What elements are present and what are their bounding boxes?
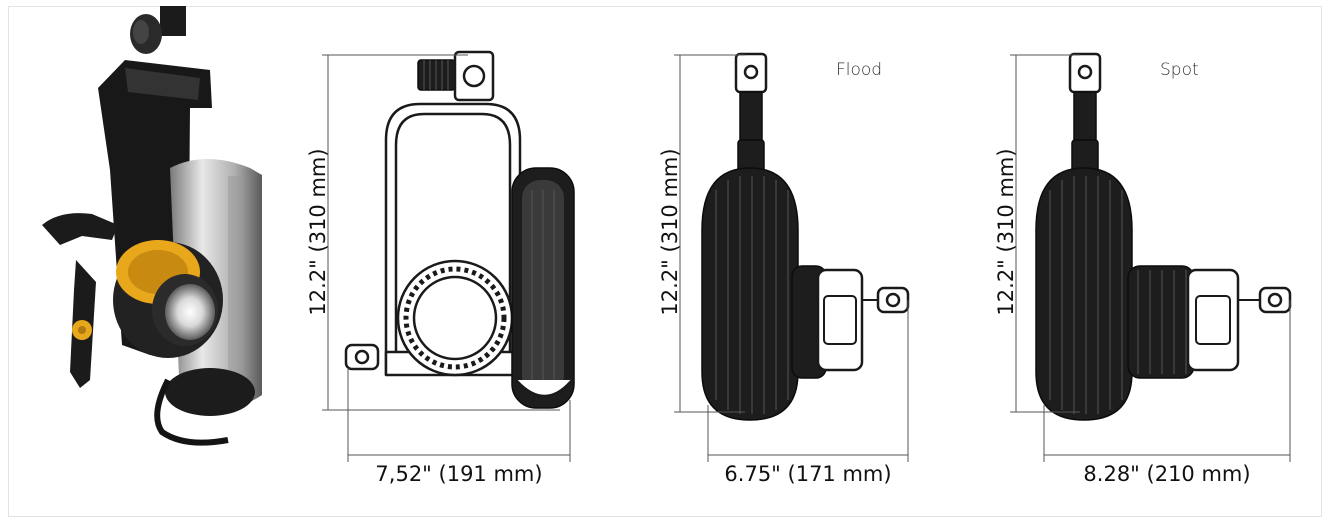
- flood-mode-label: Flood: [836, 60, 882, 80]
- spot-height-label: 12.2" (310 mm): [994, 148, 1018, 315]
- light-fixture-photo: [42, 6, 262, 446]
- flood-height-label: 12.2" (310 mm): [658, 148, 682, 315]
- flood-width-label: 6.75" (171 mm): [724, 462, 891, 486]
- flood-view-drawing: [701, 52, 910, 421]
- spot-width-label: 8.28" (210 mm): [1083, 462, 1250, 486]
- side-width-label: 7,52" (191 mm): [375, 462, 542, 486]
- side-view-drawing: [344, 50, 575, 409]
- side-height-label: 12.2" (310 mm): [306, 148, 330, 315]
- dimension-lines: [322, 54, 1291, 462]
- spot-mode-label: Spot: [1160, 60, 1199, 80]
- spot-view-drawing: [1035, 52, 1292, 421]
